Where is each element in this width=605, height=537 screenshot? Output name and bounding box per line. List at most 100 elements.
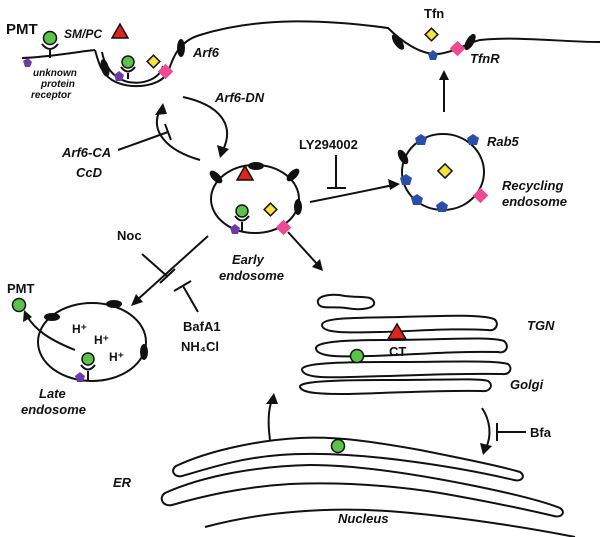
ct-toxin	[235, 164, 255, 181]
label-pmt-top: PMT	[6, 21, 38, 38]
label-early-1: Early	[232, 252, 265, 267]
unknown-receptor-pentagon	[75, 372, 85, 382]
arrowhead	[312, 259, 323, 271]
inhibition-arf6-ca	[117, 123, 172, 151]
arrowhead	[155, 103, 167, 115]
tfn-diamond	[263, 202, 278, 217]
sm-pc-receptor	[41, 43, 59, 58]
pmt-toxin	[121, 55, 135, 69]
arrowhead	[23, 310, 32, 322]
arrowhead	[388, 179, 400, 190]
golgi-cisterna	[298, 378, 492, 396]
label-ct: CT	[389, 344, 406, 359]
label-ccd: CcD	[76, 165, 103, 180]
tfn-diamond	[424, 27, 439, 42]
coat-protein	[391, 34, 405, 50]
rab5-pentagon	[436, 201, 448, 212]
rab5-pentagon	[415, 134, 427, 145]
rab5-pentagon	[428, 50, 438, 60]
arrowhead	[266, 393, 278, 404]
label-bafa1: BafA1	[183, 319, 221, 334]
label-hplus-3: H⁺	[109, 350, 124, 364]
arrow-early-to-late	[135, 235, 209, 302]
golgi-cisterna	[301, 360, 512, 379]
tgn-cisterna	[320, 314, 498, 334]
arrow-pmt-release	[26, 315, 76, 351]
golgi-cisterna	[315, 337, 508, 358]
coat-protein	[248, 162, 264, 170]
arrow-early-to-tgn	[287, 231, 319, 266]
label-er: ER	[113, 475, 132, 490]
coat-protein	[106, 300, 122, 308]
label-bfa: Bfa	[530, 425, 552, 440]
pmt-toxin	[81, 352, 95, 366]
coat-protein	[177, 39, 185, 57]
receptor	[80, 364, 96, 380]
label-nucleus: Nucleus	[338, 511, 389, 526]
label-arf6: Arf6	[192, 45, 220, 60]
label-arf6-dn: Arf6-DN	[214, 90, 265, 105]
label-recycling-1: Recycling	[502, 178, 563, 193]
rab5-pentagon	[411, 194, 423, 205]
arrowhead	[439, 70, 449, 80]
golgi-vesicle	[316, 293, 376, 311]
late-endosome	[37, 302, 147, 382]
coat-protein	[464, 33, 476, 51]
label-golgi: Golgi	[510, 377, 544, 392]
coat-protein	[294, 199, 302, 215]
pmt-toxin	[42, 30, 58, 46]
coat-protein	[397, 149, 409, 165]
tfnr-diamond	[449, 40, 466, 57]
arrow-arf6-dn	[182, 96, 228, 151]
inhibition-ly294002	[327, 155, 346, 189]
tfnr-diamond	[157, 63, 174, 80]
unknown-receptor-pentagon	[114, 71, 124, 81]
coat-protein	[286, 168, 300, 182]
arrowhead	[480, 443, 492, 455]
rab5-pentagon	[467, 134, 479, 145]
label-rab5: Rab5	[487, 134, 520, 149]
coat-protein	[44, 313, 60, 321]
label-noc: Noc	[117, 228, 142, 243]
receptor	[120, 66, 136, 79]
plasma-membrane	[21, 20, 601, 88]
label-pmt-left: PMT	[7, 281, 35, 296]
label-unknown-1: unknown	[33, 68, 77, 79]
er-membrane	[160, 463, 564, 518]
coat-protein	[100, 59, 110, 77]
coat-protein	[209, 170, 223, 184]
tfn-diamond	[146, 54, 161, 69]
label-hplus-2: H⁺	[94, 333, 109, 347]
arrow-early-to-recycling	[309, 184, 394, 203]
coat-protein	[140, 344, 148, 360]
label-recycling-2: endosome	[502, 194, 567, 209]
pmt-toxin	[11, 297, 27, 313]
label-unknown-3: receptor	[31, 90, 72, 101]
inhibition-bafa1	[173, 280, 199, 313]
inhibition-noc	[141, 253, 176, 284]
arrow-er-to-golgi	[267, 399, 273, 441]
ct-toxin	[386, 322, 408, 340]
ct-toxin-surface	[110, 22, 130, 39]
arrow-arf6-return	[155, 109, 201, 161]
arrow-golgi-to-er	[481, 407, 491, 449]
arrowhead	[217, 145, 229, 158]
label-tgn: TGN	[527, 318, 555, 333]
pmt-toxin	[349, 348, 365, 364]
label-early-2: endosome	[219, 268, 284, 283]
rab5-pentagon	[400, 174, 412, 185]
tfnr-diamond	[472, 187, 489, 204]
label-tfnr: TfnR	[470, 51, 500, 66]
label-sm-pc: SM/PC	[64, 27, 102, 41]
inhibition-bfa	[496, 423, 526, 441]
tfnr-diamond	[275, 219, 292, 236]
label-tfn: Tfn	[424, 6, 444, 21]
er-membrane	[172, 436, 524, 482]
nucleus-envelope	[204, 508, 576, 537]
label-arf6-ca: Arf6-CA	[61, 145, 111, 160]
label-late-1: Late	[39, 386, 66, 401]
unknown-receptor-pentagon	[230, 224, 240, 234]
label-ly294002: LY294002	[299, 137, 358, 152]
